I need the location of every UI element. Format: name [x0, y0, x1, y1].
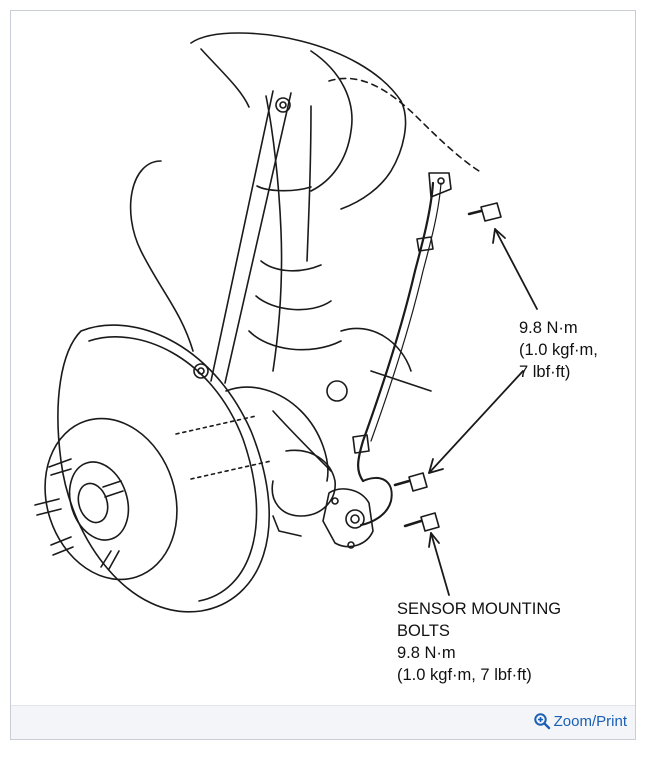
upper-torque-label: 9.8 N·m (1.0 kgf·m, 7 lbf·ft)	[519, 317, 598, 383]
sensor-bolts-subtitle: BOLTS	[397, 622, 450, 640]
lower-bolt-icon	[403, 512, 440, 532]
upper-torque-lbf: 7 lbf·ft)	[519, 363, 571, 381]
brake-disc	[34, 324, 272, 613]
wheel-speed-sensor-diagram	[34, 32, 538, 613]
sensor-harness	[352, 172, 452, 526]
wheel-speed-sensor	[322, 488, 374, 549]
upper-torque-value: 9.8 N·m	[519, 319, 578, 337]
torque-arrows	[428, 228, 538, 596]
magnifier-plus-icon	[533, 713, 550, 730]
upper-torque-kgf: (1.0 kgf·m,	[519, 341, 598, 359]
zoom-print-link[interactable]: Zoom/Print	[533, 712, 627, 730]
diagram-frame: 9.8 N·m (1.0 kgf·m, 7 lbf·ft) SENSOR MOU…	[10, 10, 636, 740]
upper-bolt-icon	[467, 202, 502, 222]
sensor-bolts-title: SENSOR MOUNTING	[397, 600, 562, 618]
sensor-bolts-torque: 9.8 N·m	[397, 644, 456, 662]
strut-assembly	[190, 32, 480, 372]
upper-arm	[129, 90, 292, 384]
image-footer: Zoom/Print	[11, 705, 635, 739]
sensor-bolts-label: SENSOR MOUNTING BOLTS 9.8 N·m (1.0 kgf·m…	[397, 598, 561, 686]
middle-bolt-icon	[393, 472, 428, 492]
zoom-print-label: Zoom/Print	[553, 712, 627, 730]
sensor-bolts-torque-units: (1.0 kgf·m, 7 lbf·ft)	[397, 666, 532, 684]
knuckle	[225, 327, 432, 537]
